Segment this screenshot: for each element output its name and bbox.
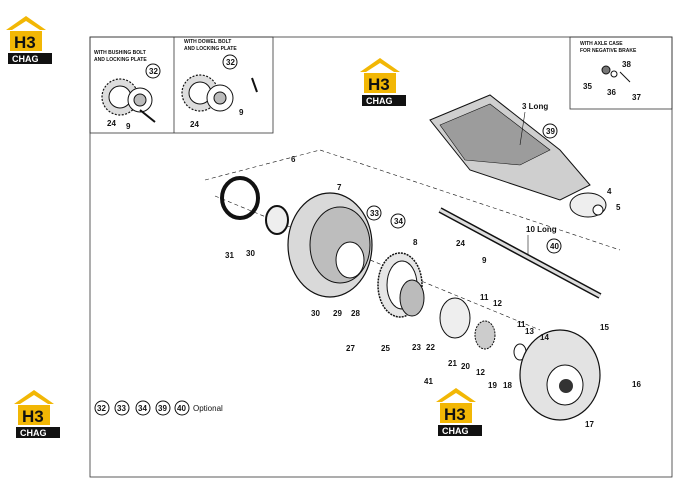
svg-text:H3: H3 xyxy=(14,33,36,52)
svg-text:25: 25 xyxy=(381,344,390,353)
svg-text:9: 9 xyxy=(482,256,487,265)
axle-shaft xyxy=(438,207,602,299)
svg-text:3 Long: 3 Long xyxy=(522,102,548,111)
svg-text:29: 29 xyxy=(333,309,342,318)
svg-text:24: 24 xyxy=(456,239,465,248)
svg-text:17: 17 xyxy=(585,420,594,429)
logo-bottom-left: H3 CHAG xyxy=(14,390,60,438)
svg-text:CHAG: CHAG xyxy=(442,426,469,436)
inset-dowel: WITH DOWEL BOLT AND LOCKING PLATE 32 24 … xyxy=(181,39,258,129)
logo-center: H3 CHAG xyxy=(360,58,406,106)
callout-circle xyxy=(222,54,238,70)
svg-text:CHAG: CHAG xyxy=(12,54,39,64)
svg-text:5: 5 xyxy=(616,203,621,212)
svg-text:11: 11 xyxy=(480,293,489,302)
svg-text:14: 14 xyxy=(540,333,549,342)
inset-frame-left xyxy=(89,36,274,134)
inset-frame-right xyxy=(569,36,673,110)
inset-bushing: WITH BUSHING BOLT AND LOCKING PLATE 32 2… xyxy=(94,50,161,131)
svg-text:35: 35 xyxy=(583,82,592,91)
svg-text:21: 21 xyxy=(448,359,457,368)
svg-text:30: 30 xyxy=(246,249,255,258)
svg-text:32: 32 xyxy=(97,404,106,413)
svg-text:33: 33 xyxy=(370,209,379,218)
svg-text:H3: H3 xyxy=(368,75,390,94)
svg-text:8: 8 xyxy=(413,238,418,247)
svg-text:24: 24 xyxy=(107,119,116,128)
svg-text:15: 15 xyxy=(600,323,609,332)
svg-text:AND LOCKING PLATE: AND LOCKING PLATE xyxy=(184,46,237,52)
svg-text:32: 32 xyxy=(149,67,158,76)
callout-circle xyxy=(145,63,161,79)
logo-bottom-center: H3 CHAG xyxy=(436,388,482,436)
svg-text:27: 27 xyxy=(346,344,355,353)
svg-text:41: 41 xyxy=(424,377,433,386)
svg-text:30: 30 xyxy=(311,309,320,318)
svg-text:20: 20 xyxy=(461,362,470,371)
svg-text:WITH BUSHING BOLT: WITH BUSHING BOLT xyxy=(94,50,146,56)
svg-text:24: 24 xyxy=(190,120,199,129)
svg-text:18: 18 xyxy=(503,381,512,390)
svg-text:10 Long: 10 Long xyxy=(526,225,557,234)
svg-text:13: 13 xyxy=(525,327,534,336)
svg-text:34: 34 xyxy=(138,404,147,413)
svg-text:38: 38 xyxy=(622,60,631,69)
main-labels: 3 Long 39 10 Long 40 33 34 6 7 31 30 8 2… xyxy=(225,102,641,429)
axle-housing xyxy=(429,94,607,218)
svg-text:36: 36 xyxy=(607,88,616,97)
svg-text:40: 40 xyxy=(550,242,559,251)
svg-text:23: 23 xyxy=(412,343,421,352)
svg-text:7: 7 xyxy=(337,183,342,192)
svg-text:FOR NEGATIVE BRAKE: FOR NEGATIVE BRAKE xyxy=(580,48,637,54)
svg-text:9: 9 xyxy=(239,108,244,117)
svg-text:31: 31 xyxy=(225,251,234,260)
svg-text:34: 34 xyxy=(394,217,403,226)
svg-text:12: 12 xyxy=(493,299,502,308)
svg-text:28: 28 xyxy=(351,309,360,318)
bearing-ring xyxy=(220,176,260,220)
svg-text:H3: H3 xyxy=(444,405,466,424)
svg-text:11: 11 xyxy=(517,320,526,329)
svg-text:12: 12 xyxy=(476,368,485,377)
svg-text:32: 32 xyxy=(226,58,235,67)
svg-text:39: 39 xyxy=(158,404,167,413)
logo-top-left: H3 CHAG xyxy=(6,16,52,64)
inset-axle: WITH AXLE CASE FOR NEGATIVE BRAKE 38 35 … xyxy=(580,41,641,102)
svg-text:6: 6 xyxy=(291,155,296,164)
svg-text:22: 22 xyxy=(426,343,435,352)
wheel-flange xyxy=(519,329,601,421)
wheel-hub xyxy=(287,192,373,298)
svg-text:WITH AXLE CASE: WITH AXLE CASE xyxy=(580,41,623,47)
svg-text:CHAG: CHAG xyxy=(20,428,47,438)
svg-text:4: 4 xyxy=(607,187,612,196)
svg-text:Optional: Optional xyxy=(193,404,223,413)
svg-text:CHAG: CHAG xyxy=(366,96,393,106)
svg-text:9: 9 xyxy=(126,122,131,131)
svg-text:WITH DOWEL BOLT: WITH DOWEL BOLT xyxy=(184,39,231,45)
svg-text:19: 19 xyxy=(488,381,497,390)
svg-text:40: 40 xyxy=(177,404,186,413)
svg-text:AND LOCKING PLATE: AND LOCKING PLATE xyxy=(94,57,147,63)
optional-legend: 32 33 34 39 40 Optional xyxy=(94,400,223,416)
svg-text:39: 39 xyxy=(546,127,555,136)
svg-text:H3: H3 xyxy=(22,407,44,426)
svg-text:16: 16 xyxy=(632,380,641,389)
svg-text:37: 37 xyxy=(632,93,641,102)
diagram-frame xyxy=(89,36,673,478)
svg-text:33: 33 xyxy=(117,404,126,413)
